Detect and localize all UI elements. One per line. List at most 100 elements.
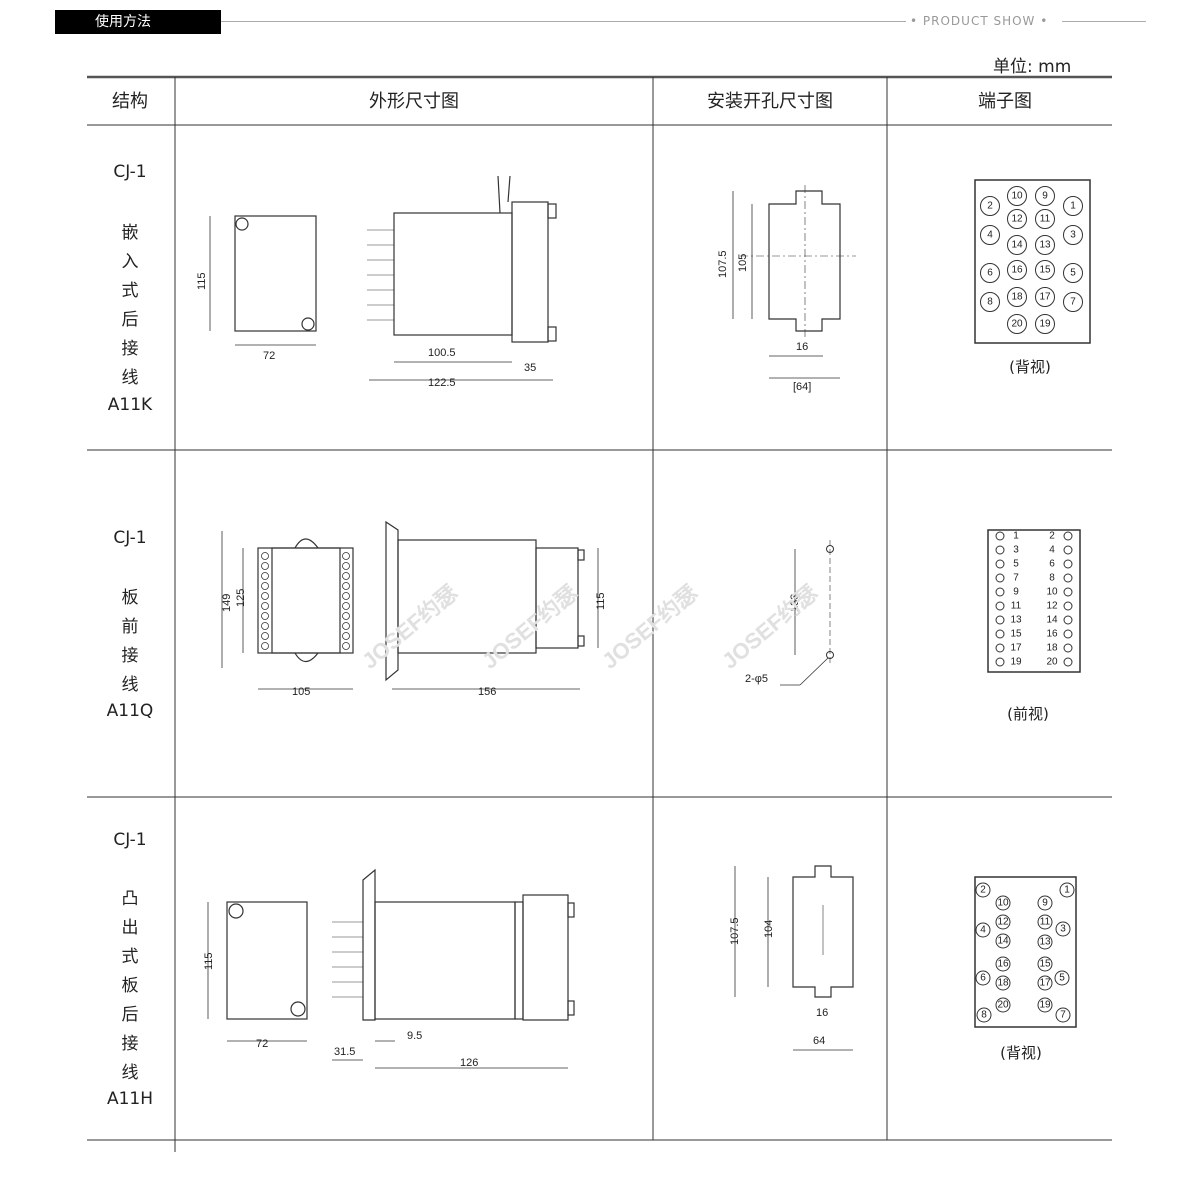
terminal-circle xyxy=(1007,209,1027,229)
code-label: A11H xyxy=(107,1089,153,1109)
dim-label: 104 xyxy=(763,920,775,938)
terminal-circle xyxy=(1063,545,1073,555)
dim-label: 115 xyxy=(595,592,607,610)
code-label: A11K xyxy=(108,395,153,415)
type-char: 接 xyxy=(122,339,139,359)
terminal-circle xyxy=(342,622,350,630)
section-tag: 使用方法 xyxy=(55,10,221,34)
terminal-circle xyxy=(1063,587,1073,597)
terminal-number: 11 xyxy=(1011,601,1022,612)
terminal-number: 16 xyxy=(1046,629,1058,640)
terminal-circle xyxy=(342,602,350,610)
terminal-number: 11 xyxy=(1040,214,1051,225)
terminal-circle xyxy=(1063,629,1073,639)
terminal-circle xyxy=(1054,970,1070,986)
outline-drawing-a11h xyxy=(207,868,575,1069)
dim-label: 122.5 xyxy=(428,377,456,389)
table-grid xyxy=(87,75,1112,1152)
dim-label: 35 xyxy=(524,362,536,374)
terminal-number: 9 xyxy=(1013,587,1019,598)
type-char: 板 xyxy=(122,976,139,996)
dim-label: 125 xyxy=(235,589,247,607)
terminal-circle xyxy=(342,572,350,580)
terminal-number: 10 xyxy=(1011,191,1023,202)
dim-label: 16 xyxy=(816,1007,828,1019)
terminal-number: 9 xyxy=(1042,191,1048,202)
terminal-circle xyxy=(995,956,1011,972)
type-char: 凸 xyxy=(122,889,139,909)
dim-label: 72 xyxy=(256,1038,268,1050)
terminal-circle xyxy=(995,545,1005,555)
terminal-number: 2 xyxy=(1049,531,1055,542)
terminal-circle xyxy=(261,642,269,650)
terminal-circle xyxy=(995,531,1005,541)
dim-label: 64 xyxy=(813,1035,825,1047)
outline-drawing-a11q xyxy=(221,520,599,690)
terminal-circle xyxy=(1055,1007,1071,1023)
terminal-number: 17 xyxy=(1039,292,1051,303)
terminal-circle xyxy=(1037,975,1053,991)
dim-label: [64] xyxy=(793,381,811,393)
terminal-number: 15 xyxy=(1039,265,1051,276)
terminal-number: 16 xyxy=(997,959,1009,970)
model-label: CJ-1 xyxy=(113,528,146,548)
terminal-circle xyxy=(1037,934,1053,950)
terminal-number: 14 xyxy=(997,936,1009,947)
dim-label: 156 xyxy=(478,686,496,698)
terminal-number: 20 xyxy=(997,1000,1009,1011)
terminal-number: 12 xyxy=(1046,601,1058,612)
type-char: 后 xyxy=(122,1005,139,1025)
terminal-number: 18 xyxy=(1011,292,1023,303)
terminal-circle xyxy=(1007,260,1027,280)
watermark: JOSEF约瑟 xyxy=(477,580,582,674)
terminal-number: 14 xyxy=(1011,240,1023,251)
terminal-number: 13 xyxy=(1039,240,1051,251)
cutout-drawing-a11h xyxy=(734,865,854,1051)
terminal-number: 6 xyxy=(980,973,986,984)
terminal-number: 9 xyxy=(1042,898,1048,909)
terminal-circle xyxy=(1037,956,1053,972)
terminal-circle xyxy=(1007,287,1027,307)
terminal-number: 1 xyxy=(1070,201,1076,212)
terminal-circle xyxy=(261,552,269,560)
terminal-number: 6 xyxy=(987,268,993,279)
type-char: 出 xyxy=(122,918,139,938)
structure-labels: CJ-1 嵌 入 式 后 接 线 A11K CJ-1 板 前 接 线 A11Q … xyxy=(107,162,154,1109)
terminal-circle xyxy=(1035,235,1055,255)
terminal-circle xyxy=(1055,921,1071,937)
terminal-circle xyxy=(995,615,1005,625)
terminal-circle xyxy=(1037,895,1053,911)
terminal-circle xyxy=(980,292,1000,312)
terminal-circle xyxy=(342,632,350,640)
terminal-circle xyxy=(975,970,991,986)
type-char: 前 xyxy=(122,617,139,637)
dim-label: 72 xyxy=(263,350,275,362)
terminal-circle xyxy=(342,612,350,620)
col-header-structure: 结构 xyxy=(112,91,148,112)
terminal-circle xyxy=(1007,314,1027,334)
terminal-circle xyxy=(1063,601,1073,611)
type-char: 接 xyxy=(122,646,139,666)
type-char: 线 xyxy=(122,675,139,695)
terminal-circle xyxy=(980,263,1000,283)
dim-label: 115 xyxy=(196,272,208,290)
terminal-circle xyxy=(1007,186,1027,206)
cutout-drawing-a11q xyxy=(780,540,834,686)
terminal-number: 2 xyxy=(987,201,993,212)
dim-label: 115 xyxy=(203,952,215,970)
terminal-number: 12 xyxy=(997,917,1009,928)
terminal-circle xyxy=(342,562,350,570)
terminal-number: 3 xyxy=(1060,924,1066,935)
watermark: JOSEF约瑟 xyxy=(597,580,702,674)
terminal-circle xyxy=(1063,559,1073,569)
terminal-circle xyxy=(1063,643,1073,653)
terminal-circle xyxy=(975,922,991,938)
terminal-circle xyxy=(261,632,269,640)
terminal-number: 5 xyxy=(1013,559,1019,570)
terminal-circle xyxy=(976,1007,992,1023)
dim-label: 107.5 xyxy=(717,250,729,278)
terminal-number: 15 xyxy=(1039,959,1051,970)
col-header-outline: 外形尺寸图 xyxy=(369,91,459,112)
